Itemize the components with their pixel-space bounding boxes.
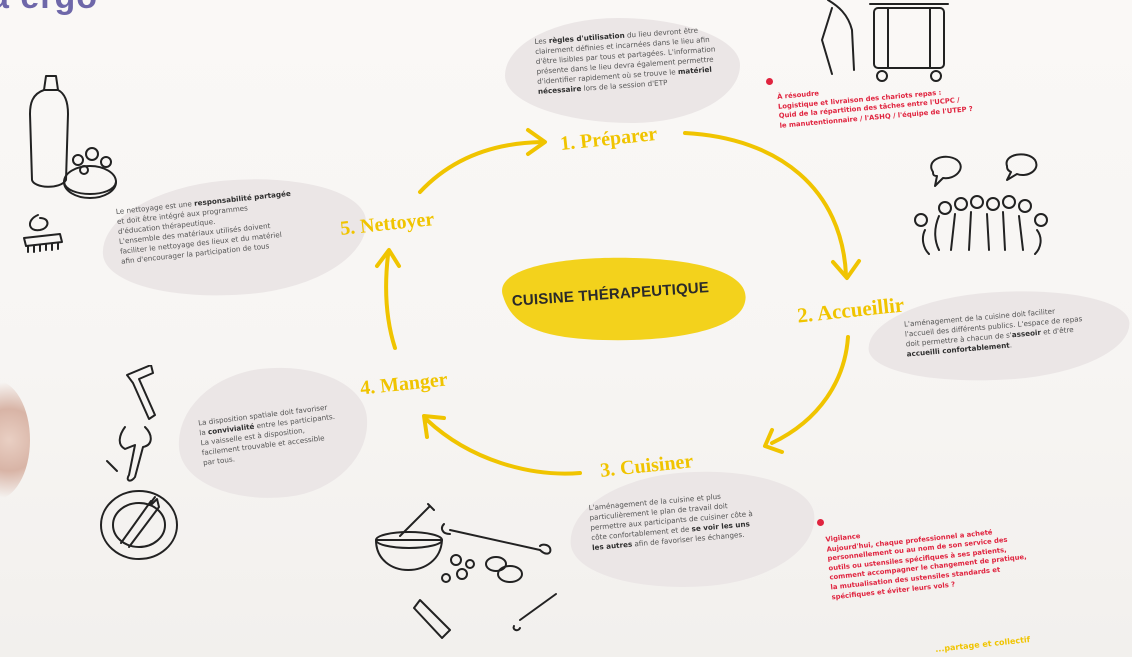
page-title-fragment: a ergo [0, 0, 98, 17]
center-theme: CUISINE THÉRAPEUTIQUE [483, 256, 753, 342]
utensils-plate-illustration [100, 365, 178, 560]
center-yellow-blob [502, 257, 746, 341]
cart-person-illustration [821, 0, 949, 82]
blob-preparer [505, 18, 740, 123]
alert-dot-resoudre [766, 78, 773, 85]
cleaning-bottle-sponge-illustration [23, 75, 117, 253]
people-group-illustration [914, 153, 1048, 255]
cooking-tools-illustration [375, 503, 557, 639]
alert-dot-vigilance [817, 519, 824, 526]
